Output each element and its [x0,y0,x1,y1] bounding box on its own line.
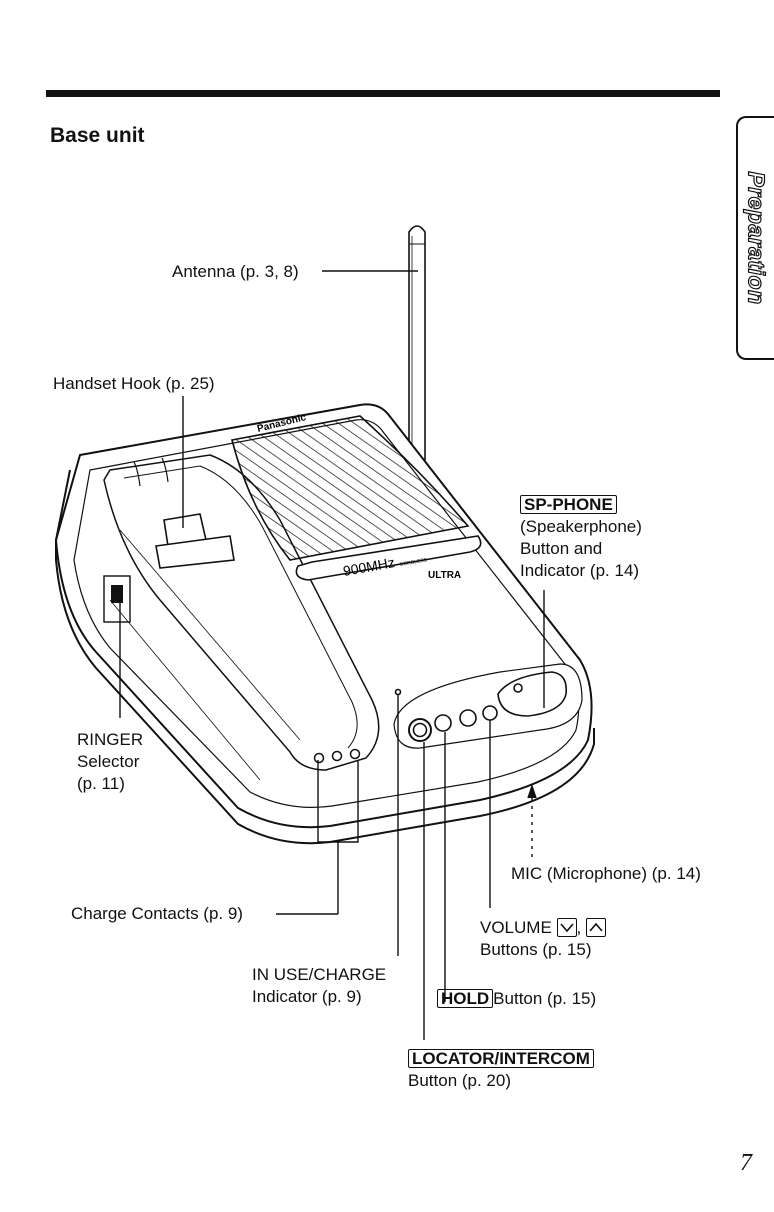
leader-lines [119,270,545,1040]
in-use-charge-label: IN USE/CHARGE Indicator (p. 9) [252,964,386,1008]
sp-phone-desc-1: (Speakerphone) [520,517,642,536]
ringer-line-1: RINGER [77,730,144,749]
ringer-line-2: Selector [77,752,140,771]
chevron-up-icon [589,922,603,932]
volume-label: VOLUME , Buttons (p. 15) [480,917,606,961]
sp-phone-desc-2: Button and [520,539,603,558]
band-suffix-text: CORDLESS [399,557,428,568]
hold-key: HOLD [437,989,494,1008]
volume-up-key [586,918,606,937]
page-number: 7 [740,1150,752,1176]
in-use-line-1: IN USE/CHARGE [252,965,387,984]
volume-prefix: VOLUME [480,918,552,937]
charge-contacts-label: Charge Contacts (p. 9) [71,904,243,923]
section-title: Base unit [50,124,145,147]
sp-phone-key: SP-PHONE [520,495,617,514]
antenna-label: Antenna (p. 3, 8) [172,262,299,281]
sp-phone-desc-3: Indicator (p. 14) [520,561,640,580]
ringer-line-3: (p. 11) [77,774,125,793]
locator-intercom-key: LOCATOR/INTERCOM [408,1049,594,1068]
control-panel [393,663,583,749]
volume-line-2: Buttons (p. 15) [480,940,592,959]
antenna [408,225,426,464]
in-use-line-2: Indicator (p. 9) [252,987,362,1006]
ringer-label: RINGER Selector (p. 11) [77,729,143,795]
chevron-down-icon [559,923,574,933]
handset-hook [155,513,235,569]
mic-label: MIC (Microphone) (p. 14) [511,864,701,883]
header-rule [46,90,720,97]
section-tab: Preparation [736,116,774,360]
charge-contacts [313,748,361,764]
handset-hook-label: Handset Hook (p. 25) [53,374,215,393]
speaker-grille [231,415,470,561]
volume-separator: , [576,918,582,937]
volume-down-key [556,918,577,937]
locator-line-2: Button (p. 20) [408,1071,512,1090]
sp-phone-label: SP-PHONE (Speakerphone) Button and Indic… [520,494,642,582]
hold-suffix: Button (p. 15) [493,989,597,1008]
ultra-logo: ULTRA [428,570,461,581]
locator-intercom-label: LOCATOR/INTERCOM Button (p. 20) [408,1048,594,1092]
